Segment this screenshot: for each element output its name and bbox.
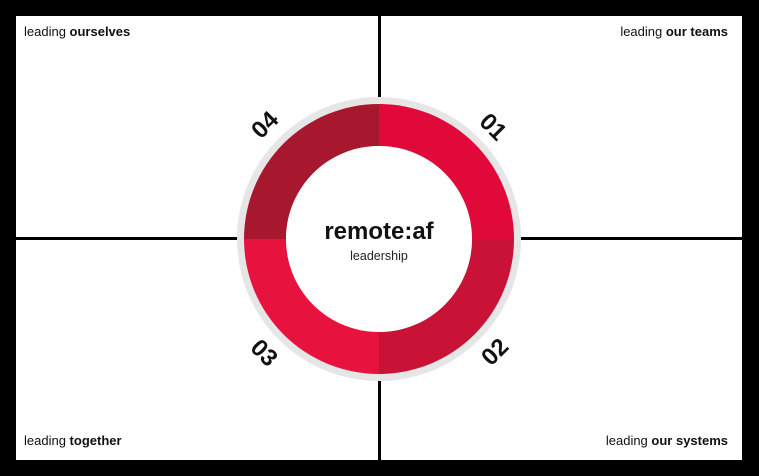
segment-number-03: 03 <box>245 334 283 372</box>
segment-number-02: 02 <box>476 333 514 371</box>
segment-03 <box>244 239 379 374</box>
segment-01 <box>379 104 514 239</box>
segment-04 <box>244 104 379 239</box>
center-subtitle: leadership <box>350 249 408 263</box>
quadrant-label: leading together <box>24 433 122 448</box>
quadrant-label: leading ourselves <box>24 24 131 39</box>
center-title: remote:af <box>324 218 434 245</box>
segment-02 <box>379 239 514 374</box>
quadrant-label: leading our systems <box>605 433 728 448</box>
quadrant-label: leading our teams <box>620 24 728 39</box>
wheel-center <box>286 146 472 332</box>
